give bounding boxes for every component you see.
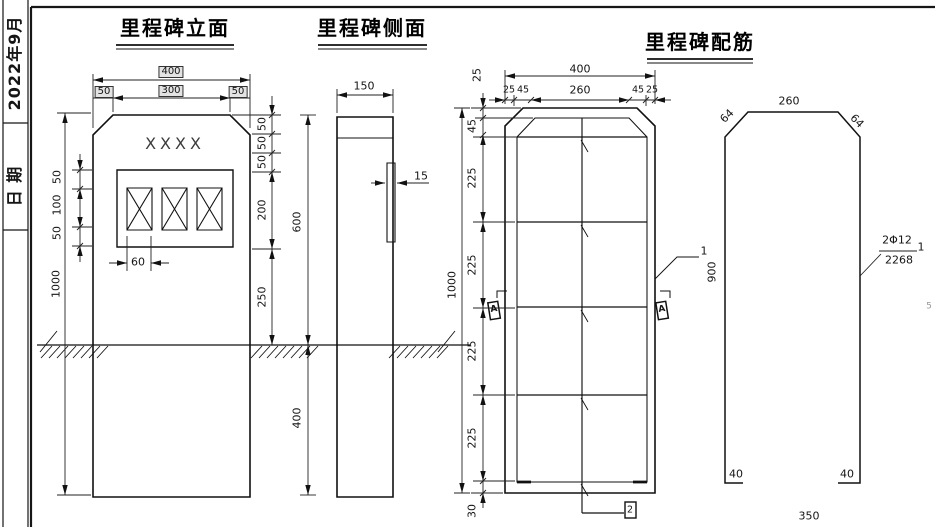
rebar-view-outline (486, 107, 699, 519)
section-marker-a-right: A (657, 304, 667, 315)
dim-rebar-25-left: 25 (502, 84, 516, 96)
dim-rebar-width-400: 400 (569, 62, 591, 76)
dim-rebar-left-225a: 225 (465, 167, 479, 189)
dim-front-width-300: 300 (158, 85, 184, 97)
titleblock-date-field: 日 期 (5, 165, 24, 207)
dim-rebar-45-left: 45 (516, 84, 530, 96)
dim-front-margin-50-left: 50 (94, 86, 114, 98)
dim-rebar-25-right: 25 (645, 84, 659, 96)
dim-front-50c: 50 (255, 155, 269, 169)
dim-rebar-total-1000: 1000 (445, 271, 459, 299)
dim-rebar-left-30: 30 (465, 504, 479, 518)
rebar-mark-1-leader: 1 (700, 244, 708, 258)
dim-rebar-left-225c: 225 (465, 340, 479, 362)
dim-rebar-left-25: 25 (470, 68, 484, 82)
dim-front-margin-50-right: 50 (228, 86, 248, 98)
bar-bending-detail (724, 111, 917, 484)
dim-front-60: 60 (131, 255, 145, 269)
rebar-view-dimensions (454, 70, 671, 508)
dim-rebar-260: 260 (569, 83, 591, 97)
dim-bar-height-900: 900 (705, 261, 719, 283)
front-elevation-outline (92, 114, 251, 498)
dim-bar-top-260: 260 (778, 94, 800, 108)
dim-bar-hook-40-left: 40 (729, 467, 743, 481)
dim-front-50a: 50 (255, 117, 269, 131)
dim-front-250: 250 (255, 286, 269, 308)
dim-rebar-left-45: 45 (465, 119, 479, 133)
front-view-title: 里程碑立面 (120, 16, 230, 40)
bar-callout-spec: 2Φ12 (882, 233, 912, 247)
dim-front-height-600: 600 (290, 211, 304, 233)
dim-bar-hook-40-right: 40 (840, 467, 854, 481)
milestone-placeholder-text: XXXX (145, 134, 205, 153)
dim-front-total-1000: 1000 (49, 270, 63, 298)
rebar-mark-2-flag: 2 (626, 504, 634, 516)
dim-front-50b: 50 (255, 136, 269, 150)
ground-line (37, 330, 470, 359)
edge-clipped-text: 5 (926, 301, 932, 312)
dim-front-width-400: 400 (158, 66, 184, 78)
bar-callout-length: 2268 (885, 253, 913, 267)
dim-side-width-150: 150 (353, 79, 375, 93)
dim-rebar-left-225b: 225 (465, 254, 479, 276)
side-view-outline (336, 116, 396, 498)
dim-front-left-50b: 50 (50, 226, 64, 240)
dim-rebar-45-right: 45 (631, 84, 645, 96)
dim-bar-bottom-350: 350 (798, 509, 820, 523)
bar-callout-mark: 1 (917, 240, 925, 254)
dim-front-200: 200 (255, 199, 269, 221)
rebar-view-title: 里程碑配筋 (645, 30, 755, 54)
side-view-title: 里程碑侧面 (317, 16, 427, 40)
side-view-dimensions (336, 89, 429, 186)
front-elevation-dimensions (57, 74, 316, 496)
dim-rebar-left-225d: 225 (465, 427, 479, 449)
dim-side-plate-15: 15 (414, 169, 428, 183)
titleblock-date: 2022年9月 (5, 15, 24, 111)
section-marker-a-left: A (489, 304, 499, 315)
dim-front-left-50a: 50 (50, 170, 64, 184)
view-title-underlines (116, 44, 753, 64)
dim-front-buried-400: 400 (290, 407, 304, 429)
dim-front-left-100: 100 (50, 194, 64, 216)
